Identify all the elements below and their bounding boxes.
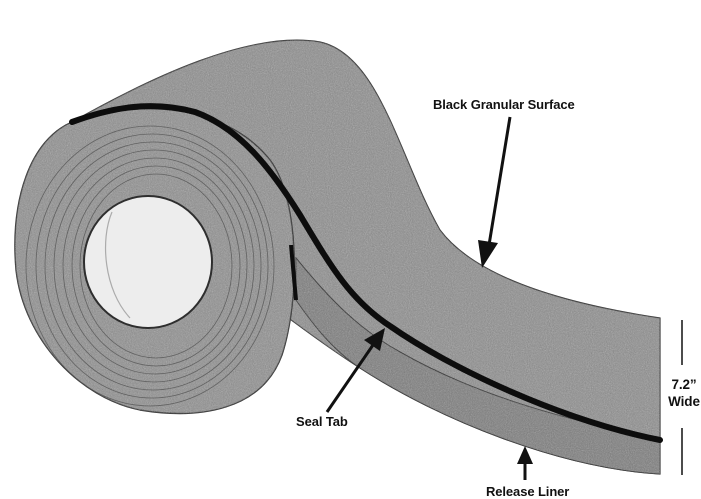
width-unit: Wide bbox=[664, 393, 701, 410]
surface-label: Black Granular Surface bbox=[433, 97, 575, 112]
width-value: 7.2” bbox=[664, 376, 701, 393]
release-liner-label: Release Liner bbox=[486, 484, 569, 499]
arrow-release-liner bbox=[517, 446, 533, 480]
roll-core bbox=[84, 196, 212, 328]
width-label: 7.2” Wide bbox=[664, 376, 701, 410]
seal-tab-label: Seal Tab bbox=[296, 414, 348, 429]
arrow-surface bbox=[478, 117, 510, 268]
